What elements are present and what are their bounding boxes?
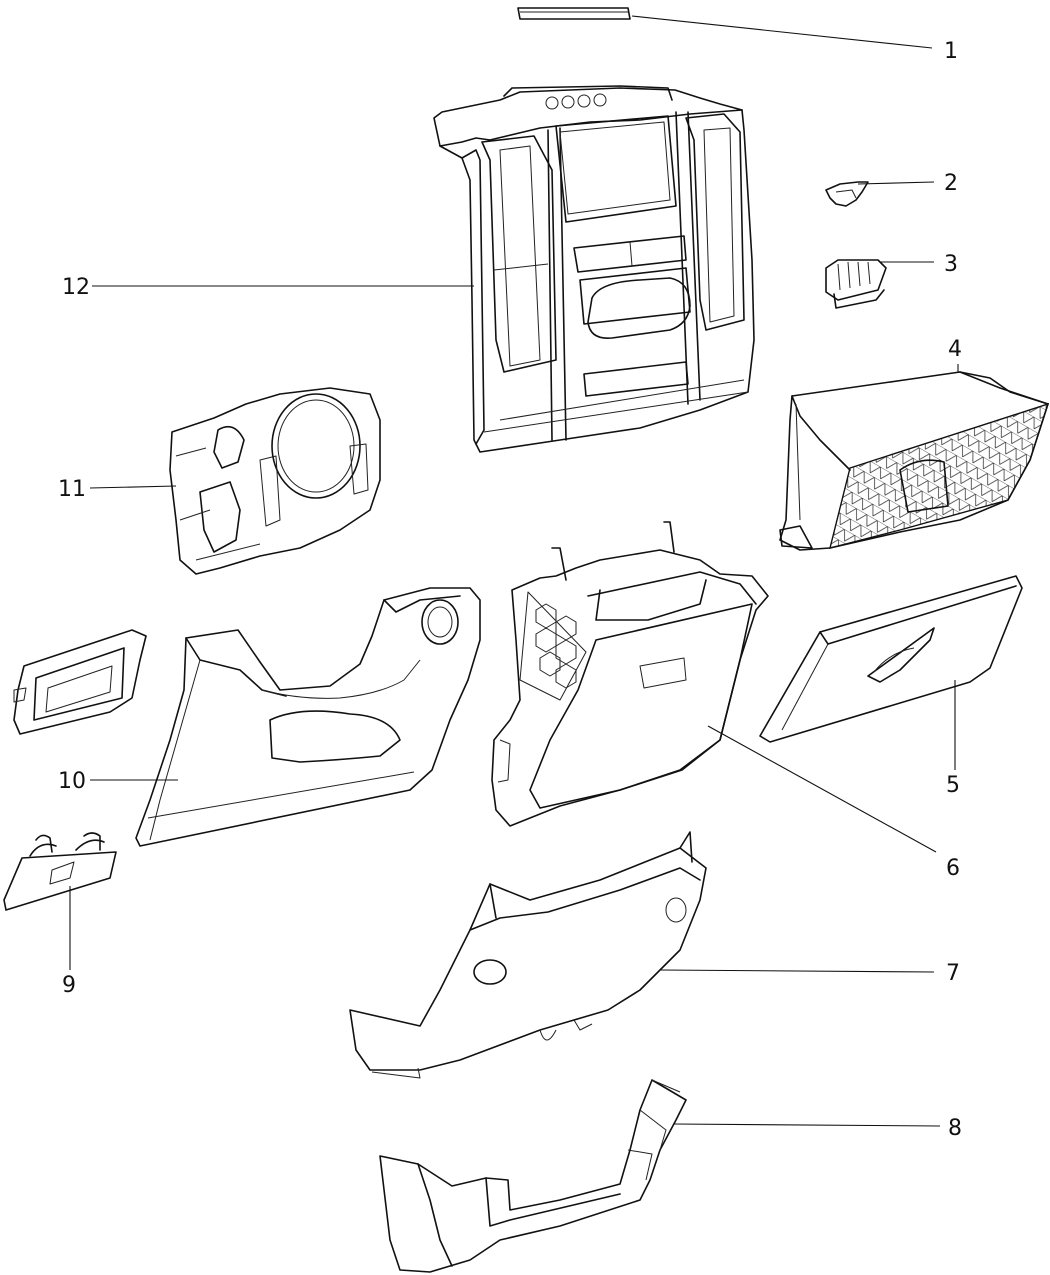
callout-5: 5 [946, 773, 960, 798]
callout-9: 9 [62, 973, 76, 998]
callout-2: 2 [944, 171, 958, 196]
knob-icon [545, 93, 607, 110]
callout-10: 10 [58, 769, 86, 794]
callout-1: 1 [944, 39, 958, 64]
callout-11: 11 [58, 477, 86, 502]
callout-12: 12 [62, 275, 90, 300]
part-7-lower-panel [349, 831, 707, 1079]
part-11-column-shroud [169, 387, 381, 575]
callout-7: 7 [946, 961, 960, 986]
part-2-clip [825, 181, 869, 207]
part-5-glovebox-door [759, 575, 1023, 743]
part-6-glovebox-housing [491, 521, 769, 827]
callout-8: 8 [948, 1116, 962, 1141]
part-10-bezel-bracket [13, 629, 147, 735]
part-1-plate [517, 7, 631, 20]
part-4-storage-bin [779, 371, 1050, 551]
callouts: 1 2 3 4 5 6 7 8 9 10 11 12 [58, 39, 962, 1141]
callout-4: 4 [948, 337, 962, 362]
part-12-center-bezel [433, 85, 755, 453]
callout-3: 3 [944, 252, 958, 277]
part-10-knee-panel [135, 587, 481, 847]
hex-mesh [535, 603, 577, 689]
part-3-switch [825, 259, 887, 309]
callout-6: 6 [946, 856, 960, 881]
leader-lines [69, 15, 959, 1127]
part-8-lower-bracket [379, 1079, 687, 1273]
part-9-small-door [3, 832, 117, 911]
